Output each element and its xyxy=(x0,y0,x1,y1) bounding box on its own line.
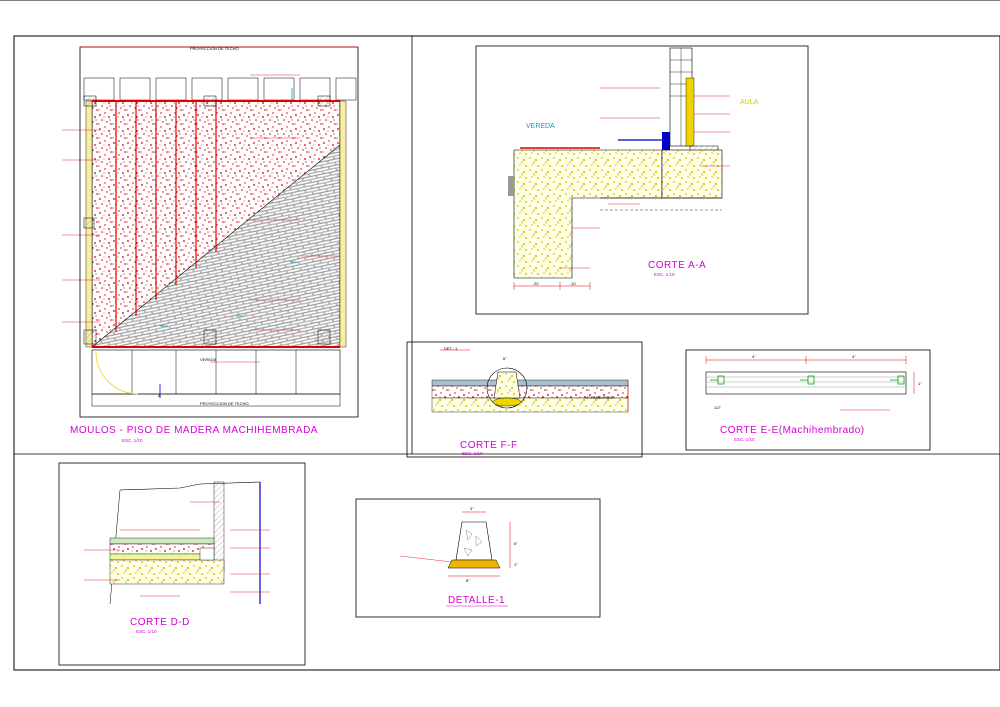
detalle1-dim-bottom: 8" xyxy=(466,578,470,583)
plan-bottom-label: PROYECCION DE TECHO xyxy=(200,401,249,406)
plan-top-label: PROYECCION DE TECHO xyxy=(190,46,239,51)
corte-ff-detail: DET.- 1 6" 4" PASO PISO CORTE F-F ESC. 1… xyxy=(406,341,643,458)
detalle1-dim-side-a: 6" xyxy=(514,541,518,546)
plan-scale: ESC. 1/10 xyxy=(122,438,143,443)
corte-ee-dim-c: 1" xyxy=(918,381,922,386)
floor-plan: PROYECCION DE TECHO xyxy=(62,46,359,443)
corte-aa-dim-right: .10 xyxy=(570,281,576,286)
corte-ee-scale: ESC. 1/10 xyxy=(734,437,755,442)
joists xyxy=(115,101,217,332)
corte-ee-dim-b: 4" xyxy=(852,354,856,359)
corte-dd-scale: ESC. 1/10 xyxy=(136,629,157,634)
corte-ee-dim-d: 1/2" xyxy=(714,405,722,410)
corte-aa-title: CORTE A-A xyxy=(648,260,706,271)
detalle1-dim-top: 3" xyxy=(470,506,474,511)
plan-vereda-label: VEREDA xyxy=(200,357,217,362)
corte-ee-dim-a: 4" xyxy=(752,354,756,359)
sheet-border xyxy=(13,35,1000,671)
corte-ee-detail: 4" 4" 1" 1/2" CORTE E-E(Machihembrado) E… xyxy=(685,349,931,451)
detalle-1: 3" 6" 1" 8" DETALLE-1 xyxy=(355,498,601,618)
corte-aa-aula: AULA xyxy=(740,99,759,106)
corte-dd-detail: CORTE D-D ESC. 1/10 xyxy=(58,462,306,666)
corte-aa-scale: ESC. 1:10 xyxy=(654,272,675,277)
detalle1-title: DETALLE-1 xyxy=(448,595,505,606)
corte-ee-title: CORTE E-E(Machihembrado) xyxy=(720,425,865,436)
corte-ff-scale: ESC. 1/10 xyxy=(462,451,483,456)
corte-dd-title: CORTE D-D xyxy=(130,617,190,628)
corte-aa-dim-left: .20 xyxy=(533,281,539,286)
plan-section-mark: A xyxy=(158,393,161,398)
corte-ff-det: DET.- 1 xyxy=(444,346,458,351)
detalle1-dim-side-b: 1" xyxy=(514,562,518,567)
corte-aa-vereda: VEREDA xyxy=(526,123,555,130)
corte-ff-piso: 4" PASO PISO xyxy=(586,395,612,400)
corte-ff-dim-top: 6" xyxy=(503,356,507,361)
plan-title: MOULOS - PISO DE MADERA MACHIHEMBRADA xyxy=(70,425,318,436)
corte-aa-detail: .20 .10 VEREDA AULA CORTE A-A ESC. 1:10 xyxy=(475,45,809,315)
corte-ff-title: CORTE F-F xyxy=(460,440,518,451)
